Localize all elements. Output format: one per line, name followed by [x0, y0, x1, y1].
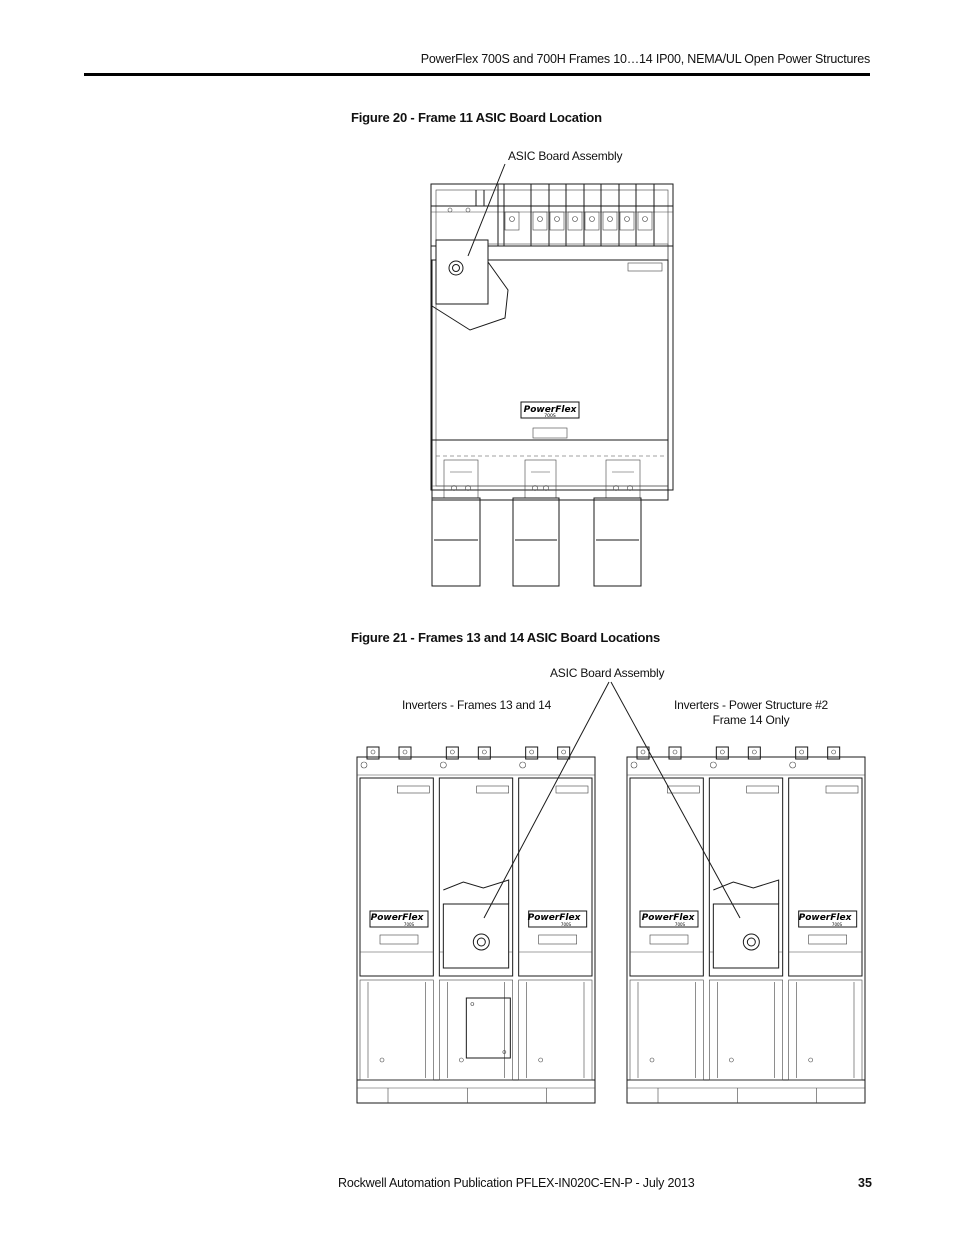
figure-21-callout-inverters: Inverters - Frames 13 and 14	[402, 698, 552, 712]
figure-21-badge-3-brand: PowerFlex	[642, 913, 696, 923]
figure-21-badges: PowerFlex 700S PowerFlex 700S PowerFlex …	[371, 913, 853, 927]
running-header: PowerFlex 700S and 700H Frames 10…14 IP0…	[420, 52, 870, 66]
figure-21-badge-3-model: 700S	[675, 922, 686, 927]
frame-13-14-inverter-drawing	[356, 746, 596, 1104]
page-number: 35	[858, 1176, 872, 1190]
figure-21-badge-1-model: 700S	[404, 922, 415, 927]
header-rule	[84, 73, 870, 76]
figure-21-leader-lines	[483, 681, 741, 919]
figure-21-title: Figure 21 - Frames 13 and 14 ASIC Board …	[351, 630, 661, 645]
figure-20-callout: ASIC Board Assembly	[508, 149, 623, 163]
figure-21-badge-2-model: 700S	[561, 922, 572, 927]
frame-11-drive-drawing: PowerFlex 700S	[430, 163, 674, 587]
figure-20-title: Figure 20 - Frame 11 ASIC Board Location	[351, 110, 602, 125]
figure-21-badge-2-brand: PowerFlex	[528, 913, 582, 923]
figure-20-badge-model: 700S	[544, 413, 556, 419]
figure-21-badge-4-model: 700S	[832, 922, 843, 927]
figure-21-callout-asic: ASIC Board Assembly	[550, 666, 665, 680]
figure-21-badge-1-brand: PowerFlex	[371, 913, 425, 923]
figure-21-badge-4-brand: PowerFlex	[799, 913, 853, 923]
figure-21-callout-power-structure-2: Inverters - Power Structure #2 Frame 14 …	[673, 698, 829, 727]
figure-20-badge-brand: PowerFlex	[524, 405, 578, 415]
footer-publication: Rockwell Automation Publication PFLEX-IN…	[338, 1176, 695, 1190]
power-structure-2-frame-14-drawing	[626, 746, 866, 1104]
